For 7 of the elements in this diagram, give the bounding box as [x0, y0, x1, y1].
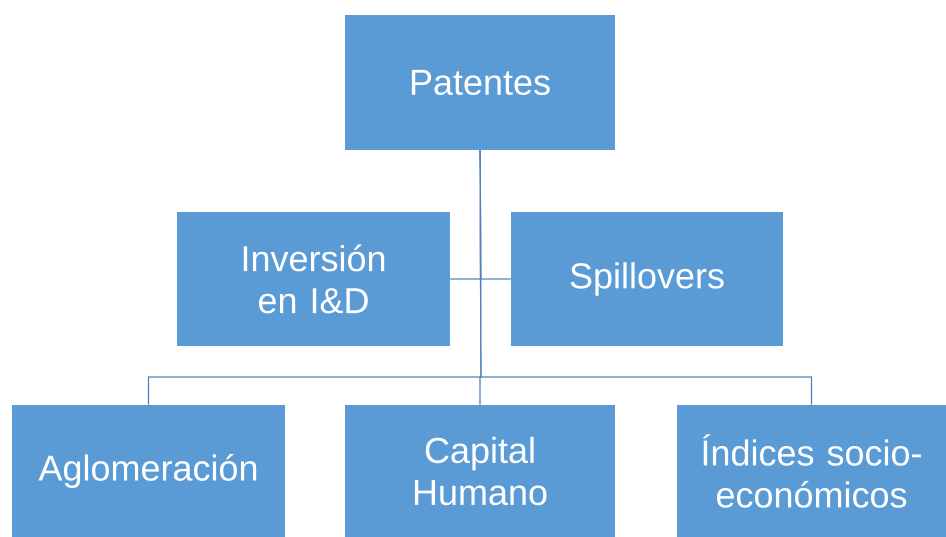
- connector: [479, 150, 812, 405]
- box: Patentes: [345, 15, 615, 150]
- box: Inversión en I&D: [177, 212, 450, 346]
- box: Índices socio-económicos: [677, 404, 946, 537]
- box: Capital Humano: [345, 404, 615, 537]
- box: Spillovers: [511, 212, 783, 346]
- box: Aglomeración: [12, 404, 285, 537]
